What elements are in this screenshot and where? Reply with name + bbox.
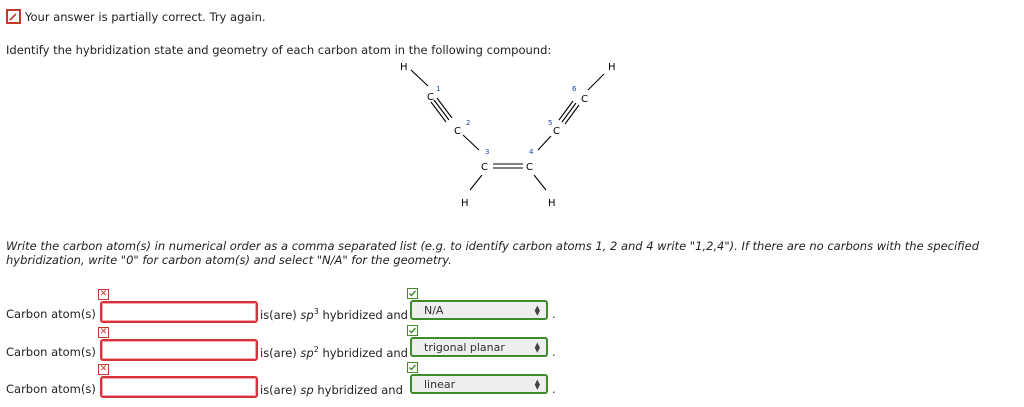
atom-number: 2 xyxy=(466,119,470,127)
hybridization-superscript: 3 xyxy=(313,307,319,316)
geometry-select-wrap: linear ▲▼ xyxy=(407,362,550,396)
carbon-atoms-input-sp[interactable] xyxy=(100,376,258,398)
instructions-line: Write the carbon atom(s) in numerical or… xyxy=(6,239,979,253)
x-icon: ✕ xyxy=(98,289,109,300)
atom-h: H xyxy=(548,198,556,209)
check-icon xyxy=(407,325,418,336)
instructions-line: hybridization, write "0" for carbon atom… xyxy=(6,253,452,267)
geometry-selected-value: N/A xyxy=(424,304,444,317)
answer-row-sp3: Carbon atom(s) ✕ is(are) sp3 hybridized … xyxy=(0,288,1024,324)
select-arrows-icon: ▲▼ xyxy=(534,304,540,317)
hybridization-prefix: is(are) xyxy=(260,382,301,397)
atom-c1: C xyxy=(427,92,434,103)
hybridization-symbol: sp xyxy=(300,382,314,397)
atom-c4: C xyxy=(526,162,533,173)
instructions: Write the carbon atom(s) in numerical or… xyxy=(6,239,1006,267)
hybridization-superscript: 2 xyxy=(313,345,319,354)
hybridization-prefix: is(are) xyxy=(260,345,301,360)
hybridization-text: is(are) sp hybridized and xyxy=(260,382,403,397)
answer-row-sp2: Carbon atom(s) ✕ is(are) sp2 hybridized … xyxy=(0,325,1024,362)
hybridization-suffix: hybridized and xyxy=(318,307,408,322)
geometry-select-sp3[interactable]: N/A ▲▼ xyxy=(410,300,548,320)
atom-c6: C xyxy=(581,94,588,105)
atom-number: 4 xyxy=(529,148,534,156)
atom-number: 1 xyxy=(436,85,440,93)
select-arrows-icon: ▲▼ xyxy=(534,341,540,354)
atom-h: H xyxy=(608,62,616,73)
check-icon xyxy=(407,362,418,373)
geometry-select-sp[interactable]: linear ▲▼ xyxy=(410,374,548,394)
hybridization-suffix: hybridized and xyxy=(318,345,408,360)
hybridization-symbol: sp xyxy=(300,345,314,360)
geometry-select-sp2[interactable]: trigonal planar ▲▼ xyxy=(410,337,548,357)
hybridization-prefix: is(are) xyxy=(260,307,301,322)
x-icon: ✕ xyxy=(98,327,109,338)
question-prompt: Identify the hybridization state and geo… xyxy=(6,43,552,57)
period: . xyxy=(552,307,556,321)
geometry-select-wrap: trigonal planar ▲▼ xyxy=(407,325,550,359)
atom-c2: C xyxy=(454,126,461,137)
hybridization-symbol: sp xyxy=(300,307,314,322)
atom-number: 5 xyxy=(548,119,552,127)
atom-number: 6 xyxy=(572,85,577,93)
atom-h: H xyxy=(461,198,469,209)
carbon-atoms-label: Carbon atom(s) xyxy=(6,382,96,396)
period: . xyxy=(552,382,556,396)
carbon-atoms-field-wrap: ✕ xyxy=(98,289,258,323)
geometry-selected-value: trigonal planar xyxy=(424,341,505,354)
carbon-atoms-field-wrap: ✕ xyxy=(98,364,258,398)
atom-number: 3 xyxy=(485,148,489,156)
carbon-atoms-field-wrap: ✕ xyxy=(98,327,258,361)
period: . xyxy=(552,345,556,359)
hybridization-text: is(are) sp3 hybridized and xyxy=(260,307,408,322)
carbon-atoms-label: Carbon atom(s) xyxy=(6,345,96,359)
pencil-icon xyxy=(6,9,21,24)
status-message: Your answer is partially correct. Try ag… xyxy=(25,9,266,24)
carbon-atoms-input-sp3[interactable] xyxy=(100,301,258,323)
carbon-atoms-input-sp2[interactable] xyxy=(100,339,258,361)
feedback-status: Your answer is partially correct. Try ag… xyxy=(6,9,266,24)
atom-h: H xyxy=(400,62,408,73)
molecule-structure: H C C C C C C H H H 1 2 3 4 5 6 xyxy=(400,62,616,209)
hybridization-text: is(are) sp2 hybridized and xyxy=(260,345,408,360)
check-icon xyxy=(407,288,418,299)
answer-row-sp: Carbon atom(s) ✕ is(are) sp hybridized a… xyxy=(0,362,1024,400)
geometry-selected-value: linear xyxy=(424,378,456,391)
atom-c3: C xyxy=(481,162,488,173)
carbon-atoms-label: Carbon atom(s) xyxy=(6,307,96,321)
select-arrows-icon: ▲▼ xyxy=(534,378,540,391)
geometry-select-wrap: N/A ▲▼ xyxy=(407,288,550,322)
x-icon: ✕ xyxy=(98,364,109,375)
hybridization-suffix: hybridized and xyxy=(313,382,403,397)
atom-c5: C xyxy=(553,126,560,137)
